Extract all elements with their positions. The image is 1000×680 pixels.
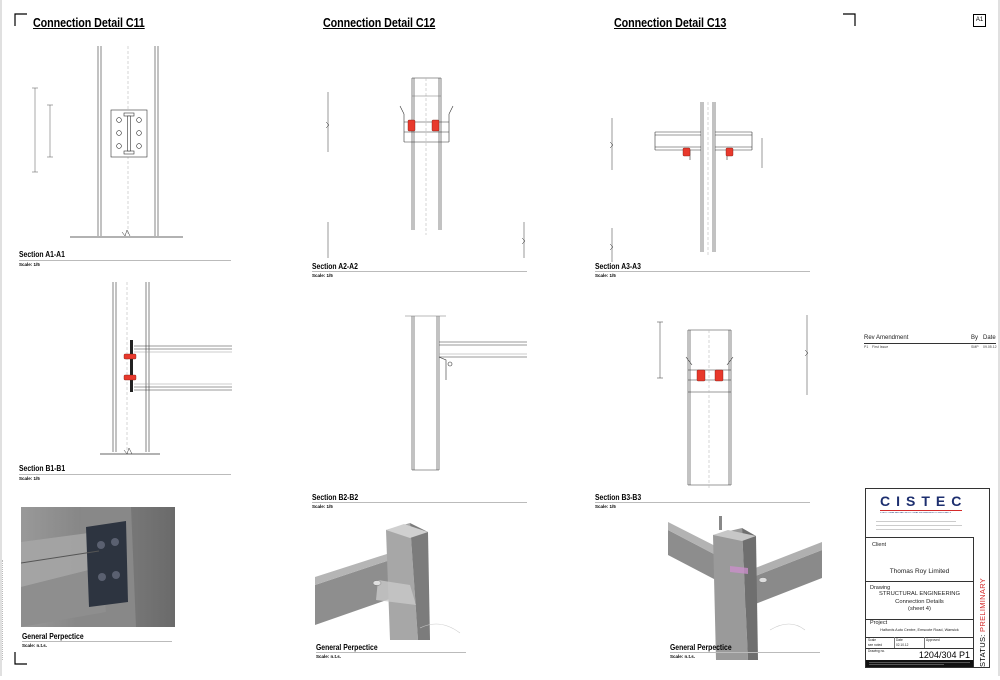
- revision-row: P1 First Issue SMP 09.05.12: [864, 345, 997, 349]
- perspective-c13-underline: [670, 652, 820, 653]
- perspective-c13: [668, 516, 822, 660]
- section-a3-drawing: [609, 102, 763, 262]
- section-b1-scale: Scale: 1/5: [19, 476, 40, 481]
- section-b3-scale: Scale: 1/5: [595, 504, 616, 509]
- client-section: Client Thomas Roy Limited: [866, 537, 973, 582]
- legal-footer: [866, 660, 973, 667]
- section-b2-underline: [312, 502, 527, 503]
- project-section: Project Halfords Auto Centre, Emscote Ro…: [866, 619, 973, 638]
- address-block: [876, 519, 968, 533]
- section-a2-scale: Scale: 1/5: [312, 273, 333, 278]
- scale-label: Scale: [868, 638, 876, 642]
- section-a3-title: Section A3-A3: [595, 262, 641, 271]
- date-label: Date: [896, 638, 903, 642]
- drawing-section: Drawing STRUCTURAL ENGINEERING Connectio…: [866, 581, 973, 620]
- drawing-number-section: Drawing no. 1204/304 P1: [866, 648, 973, 660]
- perspective-c11-title: General Perpectice: [22, 632, 84, 641]
- logo-wordmark: CISTEC: [880, 493, 968, 509]
- revision-table: Rev Amendment By Date P1 First Issue SMP…: [864, 335, 997, 351]
- detail-title-c13: Connection Detail C13: [614, 16, 727, 30]
- project-name: Halfords Auto Centre, Emscote Road, Warw…: [880, 628, 959, 632]
- section-a3-scale: Scale: 1/5: [595, 273, 616, 278]
- perspective-c12-underline: [316, 652, 466, 653]
- rev-by-header: By: [971, 335, 979, 341]
- client-name: Thomas Roy Limited: [889, 568, 950, 575]
- rev-amendment-header: Rev Amendment: [864, 335, 909, 341]
- perspective-c11: [21, 507, 175, 627]
- perspective-c11-underline: [22, 641, 172, 642]
- perspective-c12: [315, 523, 461, 640]
- drawing-line-1: STRUCTURAL ENGINEERING: [879, 591, 960, 597]
- status-strip: [973, 537, 990, 667]
- section-b3-title: Section B3-B3: [595, 493, 642, 502]
- rev-date-header: Date: [983, 335, 996, 341]
- client-label: Client: [872, 542, 887, 548]
- section-b1-underline: [19, 474, 231, 475]
- section-b1-title: Section B1-B1: [19, 464, 66, 473]
- sheet-size-badge: A1: [973, 14, 986, 27]
- section-a1-title: Section A1-A1: [19, 250, 65, 259]
- perspective-c12-scale: Scale: n.t.s.: [316, 654, 342, 659]
- section-b2-scale: Scale: 1/5: [312, 504, 333, 509]
- perspective-c12-title: General Perpectice: [316, 643, 378, 652]
- date-value: 02.10.12: [896, 643, 909, 647]
- status-label: STATUS:: [978, 634, 987, 667]
- perspective-c13-scale: Scale: n.t.s.: [670, 654, 696, 659]
- perspective-c13-title: General Perpectice: [670, 643, 732, 652]
- section-a1-underline: [19, 260, 231, 261]
- drawing-label: Drawing: [870, 585, 891, 591]
- section-b1-drawing: [100, 282, 232, 455]
- status-text: STATUS: PRELIMINARY: [978, 578, 987, 667]
- section-a1-scale: Scale: 1/5: [19, 262, 40, 267]
- scale-value: see noted: [868, 643, 883, 647]
- section-a3-underline: [595, 271, 810, 272]
- drawing-line-2: Connection Details: [895, 598, 944, 605]
- section-b3-drawing: [657, 315, 809, 488]
- drawing-no-label: Drawing no.: [868, 649, 886, 653]
- section-a2-underline: [312, 271, 527, 272]
- detail-title-c12: Connection Detail C12: [323, 16, 436, 30]
- section-b2-title: Section B2-B2: [312, 493, 359, 502]
- status-value: PRELIMINARY: [978, 577, 987, 632]
- section-a1-drawing: [32, 46, 183, 238]
- company-logo: CISTEC STRUCTURAL AND ARCHITECTURAL ENGI…: [866, 489, 973, 538]
- logo-tagline: STRUCTURAL AND ARCHITECTURAL ENGINEERING…: [880, 512, 951, 514]
- title-block: CISTEC STRUCTURAL AND ARCHITECTURAL ENGI…: [865, 488, 990, 668]
- detail-title-c11: Connection Detail C11: [33, 16, 145, 30]
- project-label: Project: [870, 620, 888, 626]
- section-a2-title: Section A2-A2: [312, 262, 358, 271]
- drawing-line-3: (sheet 4): [908, 606, 931, 612]
- drawing-number: 1204/304 P1: [918, 650, 970, 660]
- logo-red-stripe: [880, 510, 962, 511]
- section-b3-underline: [595, 502, 810, 503]
- perspective-c11-scale: Scale: n.t.s.: [22, 643, 48, 648]
- meta-section: Scale see noted Date 02.10.12 Approved: [866, 637, 973, 649]
- section-a2-drawing: [325, 77, 526, 258]
- side-note: [2, 560, 9, 660]
- approved-label: Approved: [926, 638, 940, 642]
- section-b2-drawing: [405, 315, 527, 471]
